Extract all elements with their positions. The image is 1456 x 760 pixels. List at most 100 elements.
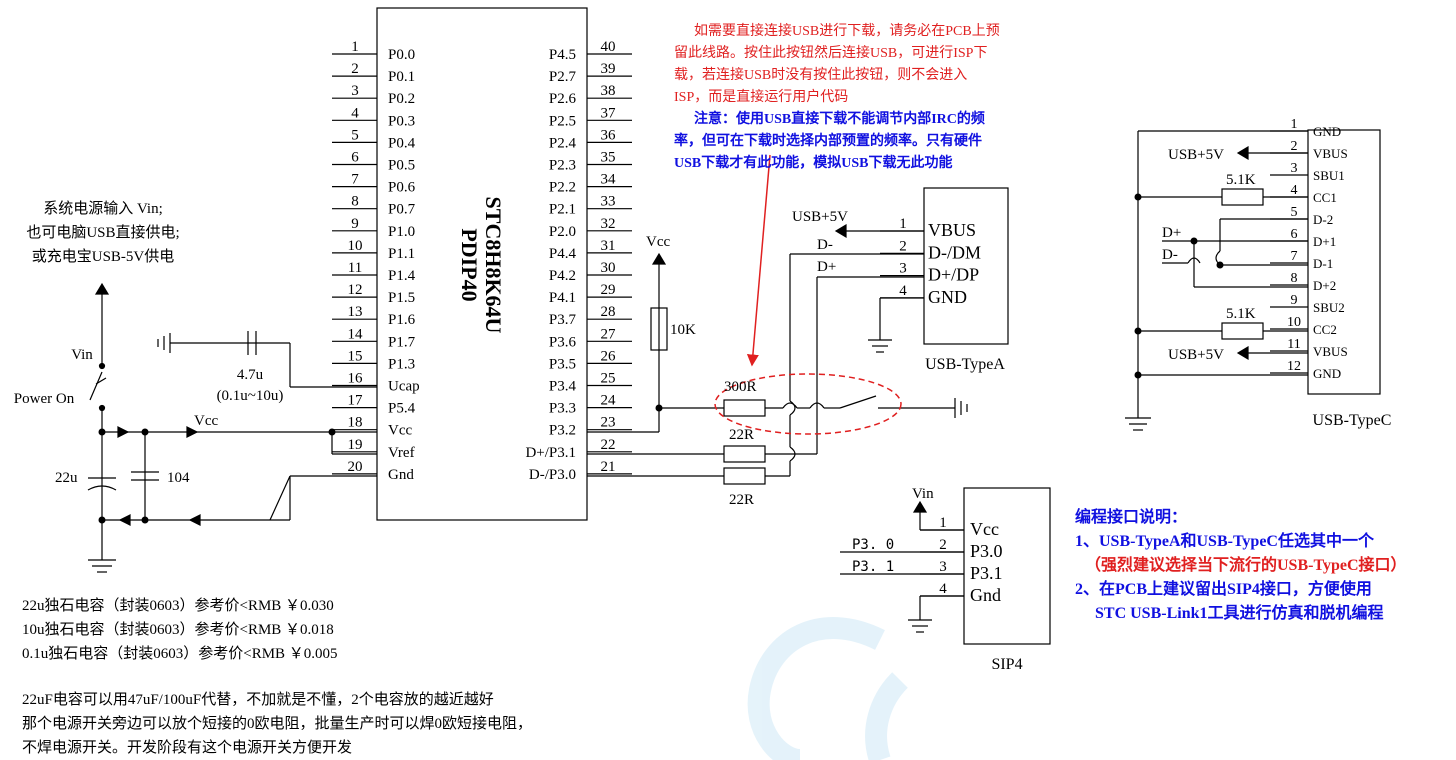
pin-name: P2.1 bbox=[549, 202, 576, 218]
pin-name: GND bbox=[1313, 124, 1341, 139]
pin-number: 12 bbox=[348, 282, 363, 298]
pin-name: SBU1 bbox=[1313, 168, 1345, 183]
usb-typec-body bbox=[1307, 129, 1381, 395]
cap-104-label: 104 bbox=[167, 470, 190, 486]
pin-name: P1.3 bbox=[388, 356, 415, 372]
mcu-package: PDIP40 bbox=[457, 228, 482, 301]
pin-number: 7 bbox=[1291, 249, 1298, 264]
blue-note-line2: 率，但可在下载时选择内部预置的频率。只有硬件 bbox=[674, 132, 982, 149]
pin-number: 3 bbox=[1291, 161, 1298, 176]
pin-name: D+2 bbox=[1313, 278, 1336, 293]
pin-number: 4 bbox=[1291, 183, 1298, 198]
note-arrow bbox=[746, 154, 771, 367]
pin-number: 1 bbox=[939, 515, 947, 531]
pin-number: 8 bbox=[351, 194, 359, 210]
pin-number: 2 bbox=[899, 238, 907, 254]
pin-name: P2.2 bbox=[549, 180, 576, 196]
pin-name: VBUS bbox=[1313, 344, 1348, 359]
pin-number: 4 bbox=[939, 581, 947, 597]
bottom-note-line2: 那个电源开关旁边可以放个短接的0欧电阻，批量生产时可以焊0欧短接电阻， bbox=[22, 715, 532, 732]
pin-number: 30 bbox=[601, 260, 616, 276]
pin-name: P3.2 bbox=[549, 423, 576, 439]
pin-number: 1 bbox=[899, 216, 907, 232]
typec-usb5v-bottom: USB+5V bbox=[1168, 347, 1224, 363]
stc-watermark bbox=[747, 617, 909, 760]
typec-wires bbox=[1125, 130, 1308, 431]
usb-typea-title: USB-TypeA bbox=[925, 356, 1005, 373]
programming-notes: 编程接口说明： 1、USB-TypeA和USB-TypeC任选其中一个 （强烈建… bbox=[1075, 507, 1407, 622]
power-desc-line2: 也可电脑USB直接供电; bbox=[26, 224, 179, 241]
prog-notes-item1-emphasis: （强烈建议选择当下流行的USB-TypeC接口） bbox=[1085, 555, 1407, 574]
pin-number: 37 bbox=[601, 105, 617, 121]
usb-junctions bbox=[655, 404, 663, 412]
pin-name: Ucap bbox=[388, 379, 420, 395]
pin-name: GND bbox=[1313, 366, 1341, 381]
pin-number: 15 bbox=[348, 348, 363, 364]
cap-22u-label: 22u bbox=[55, 470, 78, 486]
pin-number: 19 bbox=[348, 437, 363, 453]
pin-number: 21 bbox=[601, 459, 616, 475]
pin-number: 8 bbox=[1291, 271, 1298, 286]
pin-number: 32 bbox=[601, 216, 616, 232]
r22r-bottom-label: 22R bbox=[729, 492, 754, 508]
bottom-note-line1: 22uF电容可以用47uF/100uF代替，不加就是不懂，2个电容放的越近越好 bbox=[22, 691, 494, 708]
pin-number: 1 bbox=[351, 39, 359, 55]
power-desc-line1: 系统电源输入 Vin; bbox=[43, 200, 163, 217]
pin-number: 24 bbox=[601, 393, 617, 409]
pin-name: VBUS bbox=[928, 220, 976, 240]
pin-number: 7 bbox=[351, 172, 359, 188]
prog-notes-item2: 2、在PCB上建议留出SIP4接口，方便使用 bbox=[1075, 579, 1372, 598]
pin-number: 34 bbox=[601, 172, 617, 188]
pin-number: 9 bbox=[1291, 293, 1298, 308]
usb-vcc-label: Vcc bbox=[646, 234, 670, 250]
pin-name: P2.3 bbox=[549, 158, 576, 174]
pin-name: P1.7 bbox=[388, 334, 416, 350]
usb-wires bbox=[587, 223, 968, 485]
pin-number: 33 bbox=[601, 194, 616, 210]
pin-name: D-/DM bbox=[928, 242, 981, 262]
red-note-line4: ISP，而是直接运行用户代码 bbox=[674, 88, 848, 105]
pin-number: 18 bbox=[348, 415, 363, 431]
pin-name: P2.4 bbox=[549, 135, 577, 151]
pin-name: P0.3 bbox=[388, 113, 415, 129]
bottom-note-line3: 不焊电源开关。开发阶段有这个电源开关方便开发 bbox=[22, 739, 352, 756]
pin-name: P3.6 bbox=[549, 334, 577, 350]
pin-name: D-2 bbox=[1313, 212, 1333, 227]
pin-number: 27 bbox=[601, 326, 617, 342]
power-junctions bbox=[98, 428, 336, 524]
vcc-label: Vcc bbox=[194, 413, 218, 429]
blue-note: 注意：使用USB直接下载不能调节内部IRC的频 率，但可在下载时选择内部预置的频… bbox=[674, 110, 985, 171]
cap-price-10u: 10u独石电容（封装0603）参考价<RMB ￥0.018 bbox=[22, 621, 334, 638]
pin-name: SBU2 bbox=[1313, 300, 1345, 315]
pin-name: P0.1 bbox=[388, 69, 415, 85]
red-note: 如需要直接连接USB进行下载，请务必在PCB上预 留此线路。按住此按钮然后连接U… bbox=[674, 22, 1000, 105]
pin-name: VBUS bbox=[1313, 146, 1348, 161]
pin-number: 11 bbox=[348, 260, 362, 276]
sip4-vin-label: Vin bbox=[912, 486, 934, 502]
prog-notes-title: 编程接口说明： bbox=[1075, 507, 1187, 526]
pin-number: 5 bbox=[1291, 205, 1298, 220]
pin-name: P0.7 bbox=[388, 202, 416, 218]
sip4-title: SIP4 bbox=[991, 656, 1022, 673]
pin-name: P4.2 bbox=[549, 268, 576, 284]
pin-name: Vcc bbox=[388, 423, 412, 439]
pin-name: P1.1 bbox=[388, 246, 415, 262]
pin-number: 28 bbox=[601, 304, 616, 320]
sip4-wires bbox=[840, 500, 964, 633]
prog-notes-item2-cont: STC USB-Link1工具进行仿真和脱机编程 bbox=[1095, 603, 1384, 622]
pin-number: 36 bbox=[601, 127, 617, 143]
pin-name: P0.2 bbox=[388, 91, 415, 107]
pin-number: 9 bbox=[351, 216, 359, 232]
red-note-line2: 留此线路。按住此按钮然后连接USB，可进行ISP下 bbox=[674, 44, 987, 61]
pin-name: P2.7 bbox=[549, 69, 577, 85]
pin-number: 3 bbox=[351, 83, 359, 99]
pin-name: D+1 bbox=[1313, 234, 1336, 249]
pin-name: P3.1 bbox=[970, 563, 1003, 583]
pin-number: 6 bbox=[1291, 227, 1298, 242]
pin-number: 38 bbox=[601, 83, 616, 99]
mcu-body bbox=[376, 7, 588, 521]
mcu-name: STC8H8K64U bbox=[481, 197, 506, 334]
